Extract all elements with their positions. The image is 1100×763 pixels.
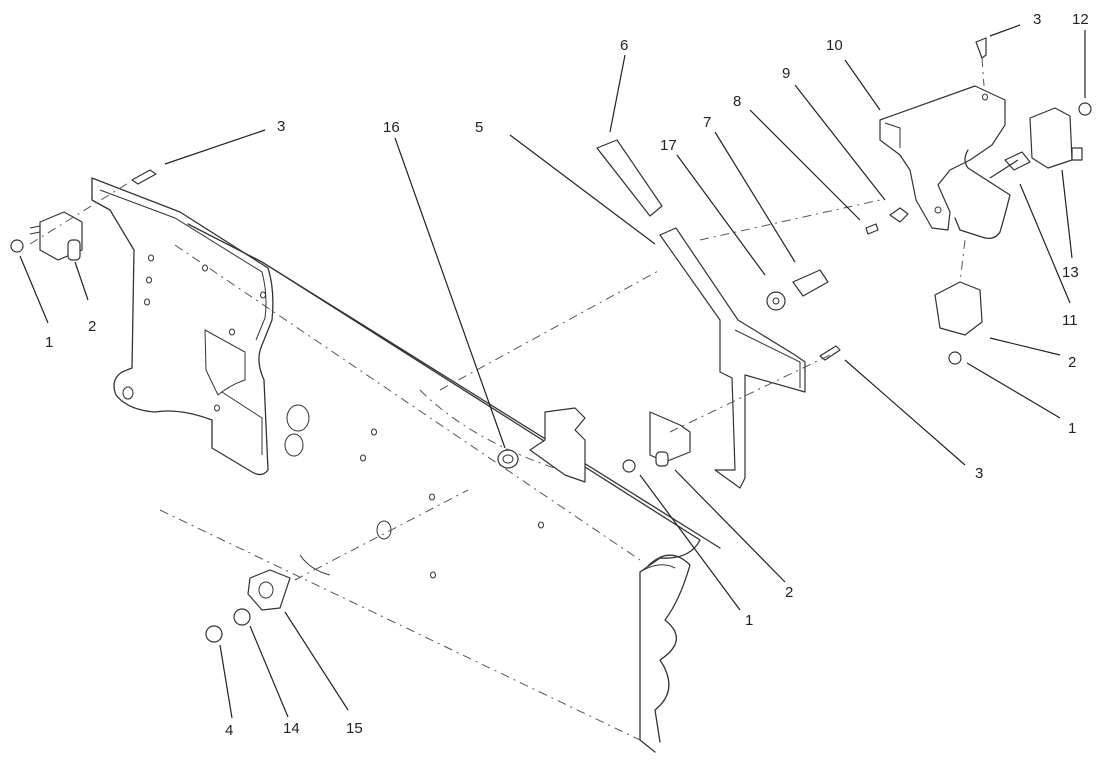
callout: 15 (346, 720, 363, 737)
nut-icon (1078, 102, 1092, 116)
callout: 11 (1062, 312, 1078, 329)
nut-icon (948, 351, 962, 365)
callout: 5 (475, 119, 483, 136)
frame-hole (360, 454, 366, 462)
callout: 9 (782, 65, 790, 82)
frame-hole (376, 520, 392, 540)
upper-bracket (879, 85, 1006, 231)
handle-grip (596, 139, 663, 217)
screw-icon (131, 169, 157, 185)
left-switch (29, 211, 83, 261)
callout: 1 (45, 334, 53, 351)
callout: 3 (277, 118, 285, 135)
linkage-rod (954, 149, 1011, 240)
nut-icon (205, 625, 223, 643)
callout: 4 (225, 722, 233, 739)
clip-bracket (247, 569, 291, 611)
callout: 2 (785, 584, 793, 601)
callout: 6 (620, 37, 628, 54)
right-lower-switch (934, 281, 983, 336)
clip-icon (865, 223, 879, 235)
callout: 7 (703, 114, 711, 131)
frame-hole (286, 404, 310, 432)
pin-icon (889, 207, 909, 223)
right-switch (1029, 107, 1083, 169)
pivot-bracket (529, 407, 586, 483)
center-switch (649, 411, 691, 463)
callout: 10 (826, 37, 843, 54)
screw-icon (975, 37, 987, 59)
lever (659, 227, 806, 489)
callout: 17 (660, 137, 677, 154)
callout: 3 (975, 465, 983, 482)
frame-hole (371, 428, 377, 436)
callout: 8 (733, 93, 741, 110)
callout: 12 (1072, 11, 1089, 28)
nut-icon (622, 459, 636, 473)
callout: 14 (283, 720, 300, 737)
left-mounting-bracket (91, 177, 274, 476)
frame-hole (538, 521, 544, 529)
bolt-icon (792, 269, 829, 297)
spacer-icon (497, 449, 519, 469)
frame-hole (284, 433, 304, 457)
nut-icon (10, 239, 24, 253)
callout: 16 (383, 119, 400, 136)
callout: 3 (1033, 11, 1041, 28)
callout: 2 (1068, 354, 1076, 371)
bolt-icon (989, 151, 1031, 179)
frame-hole (429, 493, 435, 501)
callout: 13 (1062, 264, 1079, 281)
callout: 1 (1068, 420, 1076, 437)
washer-icon (233, 608, 251, 626)
frame-hole (430, 571, 436, 579)
chassis-frame (159, 223, 721, 753)
callouts: 3 12 6 10 9 8 7 17 5 16 3 1 2 13 11 2 1 … (45, 11, 1089, 739)
washer-icon (766, 291, 786, 311)
callout: 1 (745, 612, 753, 629)
callout: 2 (88, 318, 96, 335)
leader-lines (19, 24, 1086, 719)
